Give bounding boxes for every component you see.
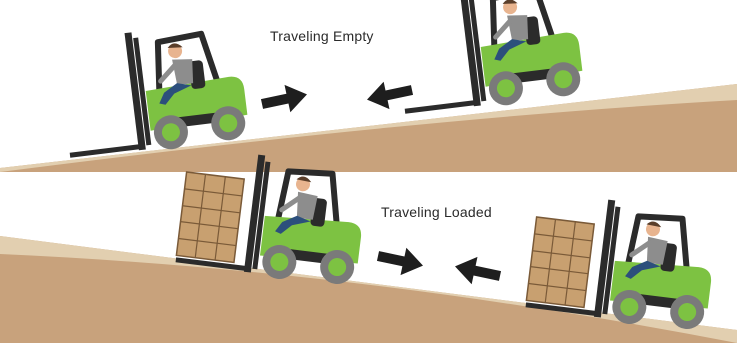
arrow-right-icon xyxy=(259,81,310,118)
forklift-icon xyxy=(391,0,585,118)
pallet-load-icon xyxy=(176,172,244,262)
top-ground xyxy=(0,84,737,172)
traveling-empty-label: Traveling Empty xyxy=(270,28,374,44)
arrow-right-icon xyxy=(375,242,426,279)
arrow-left-icon xyxy=(452,253,503,290)
forklift-icon xyxy=(56,20,250,162)
traveling-loaded-label: Traveling Loaded xyxy=(381,204,492,220)
arrow-left-icon xyxy=(364,76,415,113)
pallet-load-icon xyxy=(526,217,594,307)
